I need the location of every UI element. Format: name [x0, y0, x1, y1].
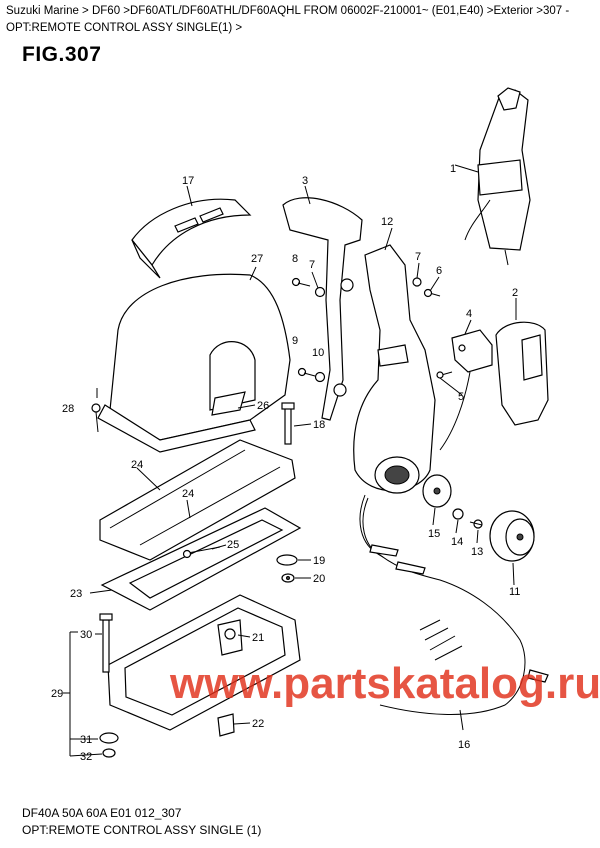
part-cover-top[interactable]: [131, 198, 252, 279]
callout-1: 1: [450, 163, 456, 175]
callout-18: 18: [313, 419, 325, 431]
callout-20: 20: [313, 573, 325, 585]
callout-2: 2: [512, 287, 518, 299]
callout-11: 11: [509, 586, 520, 598]
part-gasket-23[interactable]: [100, 507, 302, 611]
part-clamp-21[interactable]: [217, 619, 243, 656]
callout-3: 3: [302, 175, 308, 187]
part-washer-10[interactable]: [314, 371, 326, 383]
part-bolt-5[interactable]: [436, 371, 453, 379]
part-bolt-6[interactable]: [423, 288, 441, 298]
callout-10: 10: [312, 347, 324, 359]
callout-22: 22: [252, 718, 264, 730]
part-clip-22[interactable]: [217, 713, 235, 737]
callout-12: 12: [381, 216, 393, 228]
part-knob-11[interactable]: [489, 510, 535, 562]
callout-25: 25: [227, 539, 239, 551]
part-bolt-28[interactable]: [91, 403, 101, 433]
part-bolt-8[interactable]: [291, 277, 311, 287]
part-washer-31[interactable]: [99, 732, 119, 744]
callout-5: 5: [458, 391, 464, 403]
callout-14: 14: [451, 536, 463, 548]
callout-28: 28: [62, 403, 74, 415]
part-handle-grip[interactable]: [495, 321, 549, 426]
breadcrumb[interactable]: Suzuki Marine > DF60 >DF60ATL/DF60ATHL/D…: [6, 5, 570, 34]
part-switch[interactable]: [439, 329, 493, 451]
part-washer-7b[interactable]: [314, 286, 326, 298]
part-lever-arm[interactable]: [282, 197, 363, 421]
part-bracket-24a[interactable]: [99, 439, 296, 561]
callout-30: 30: [80, 629, 92, 641]
callout-15: 15: [428, 528, 440, 540]
leader-lines: [63, 185, 517, 757]
callout-24b: 24: [182, 488, 194, 500]
callout-4: 4: [466, 308, 472, 320]
callout-31: 31: [80, 734, 92, 746]
callout-13: 13: [471, 546, 483, 558]
part-nut-20[interactable]: [281, 573, 295, 583]
part-washer-19[interactable]: [276, 554, 298, 566]
part-washer-14[interactable]: [452, 508, 464, 520]
callout-17: 17: [182, 175, 194, 187]
callout-23: 23: [70, 588, 82, 600]
figure-code: DF40A 50A 60A E01 012_307: [22, 806, 182, 820]
figure-caption: OPT:REMOTE CONTROL ASSY SINGLE (1): [22, 823, 262, 837]
callout-16: 16: [458, 739, 470, 751]
part-bolt-9[interactable]: [297, 367, 316, 377]
part-bolt-18[interactable]: [281, 402, 295, 445]
callout-32: 32: [80, 751, 92, 763]
callout-labels: 1 2 3 4 5 6 7 7 8 9 10 11 12 13 14 15 16…: [51, 163, 520, 763]
part-washer-7a[interactable]: [412, 277, 422, 287]
figure-title: FIG.307: [22, 43, 102, 66]
watermark: www.partskatalog.ru: [169, 659, 600, 708]
callout-27: 27: [251, 253, 263, 265]
callout-9: 9: [292, 335, 298, 347]
callout-7a: 7: [309, 259, 315, 271]
callout-7b: 7: [415, 251, 421, 263]
callout-24a: 24: [131, 459, 143, 471]
part-remote-control-assy[interactable]: [454, 87, 531, 266]
part-control-body[interactable]: [353, 244, 436, 494]
part-screw-30[interactable]: [99, 613, 113, 673]
part-wire-harness[interactable]: [359, 494, 549, 715]
callout-26: 26: [257, 400, 269, 412]
part-base-29[interactable]: [107, 594, 301, 731]
callout-29: 29: [51, 688, 63, 700]
part-nut-32[interactable]: [102, 748, 116, 758]
part-plate-15[interactable]: [422, 474, 452, 508]
callout-8: 8: [292, 253, 298, 265]
part-housing-cover[interactable]: [97, 273, 291, 453]
callout-6: 6: [436, 265, 442, 277]
part-screw-13[interactable]: [469, 519, 483, 529]
callout-19: 19: [313, 555, 325, 567]
callout-21: 21: [252, 632, 264, 644]
